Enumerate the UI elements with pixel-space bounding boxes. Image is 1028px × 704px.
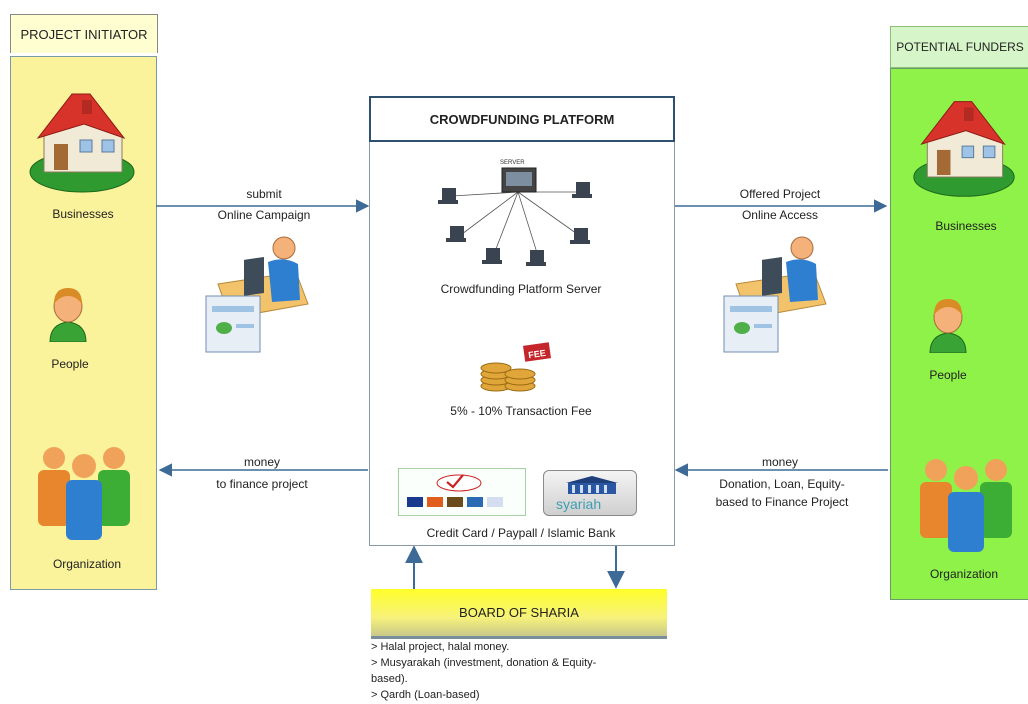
- transaction-fee-label: 5% - 10% Transaction Fee: [450, 404, 592, 418]
- donation-loan-label: Donation, Loan, Equity-: [719, 477, 845, 491]
- platform-title-box: CROWDFUNDING PLATFORM: [369, 96, 675, 142]
- islamic-bank-logo: syariah: [543, 470, 637, 516]
- server-label: Crowdfunding Platform Server: [440, 282, 602, 296]
- finance-project-label: based to Finance Project: [715, 495, 849, 509]
- organization-icon: [920, 459, 1012, 552]
- potential-funders-header: POTENTIAL FUNDERS: [890, 26, 1028, 68]
- server-tag: SERVER: [500, 160, 525, 166]
- project-initiator-title: PROJECT INITIATOR: [20, 26, 148, 42]
- syariah-label: syariah: [556, 496, 602, 512]
- server-network-icon: SERVER: [438, 160, 592, 266]
- sharia-line-halal: > Halal project, halal money.: [371, 641, 510, 653]
- funders-people-label: People: [929, 368, 967, 382]
- bank-icon: [566, 476, 618, 494]
- fee-coins-icon: FEE: [480, 342, 551, 392]
- offered-project-label: Offered Project: [739, 187, 821, 201]
- platform-title: CROWDFUNDING PLATFORM: [429, 111, 615, 127]
- house-icon: [29, 93, 135, 193]
- house-icon: [913, 101, 1015, 197]
- sharia-line-musyarakah: > Musyarakah (investment, donation & Equ…: [371, 657, 597, 669]
- money-left-label: money: [243, 455, 281, 469]
- board-of-sharia-box: BOARD OF SHARIA: [371, 589, 667, 639]
- computer-user-icon: [723, 236, 827, 353]
- credit-card-logos: [398, 468, 526, 516]
- initiator-organization-label: Organization: [52, 557, 122, 571]
- online-campaign-label: Online Campaign: [217, 208, 311, 222]
- computer-user-icon: [205, 236, 309, 353]
- board-of-sharia-title: BOARD OF SHARIA: [459, 605, 579, 620]
- money-right-label: money: [761, 455, 799, 469]
- sharia-line-based: based).: [371, 673, 408, 685]
- online-access-label: Online Access: [741, 208, 819, 222]
- funders-organization-label: Organization: [929, 567, 999, 581]
- potential-funders-title: POTENTIAL FUNDERS: [896, 40, 1024, 54]
- person-icon: [929, 299, 967, 353]
- credit-card-icon: [407, 474, 503, 507]
- initiator-businesses-label: Businesses: [52, 207, 114, 221]
- payment-methods-label: Credit Card / Paypall / Islamic Bank: [426, 526, 616, 540]
- to-finance-project-label: to finance project: [216, 477, 308, 491]
- fee-tag: FEE: [528, 348, 547, 360]
- funders-businesses-label: Businesses: [935, 219, 997, 233]
- project-initiator-header: PROJECT INITIATOR: [10, 14, 158, 53]
- initiator-people-label: People: [51, 357, 89, 371]
- sharia-line-qardh: > Qardh (Loan-based): [371, 689, 480, 701]
- submit-label: submit: [246, 187, 282, 201]
- organization-icon: [38, 447, 130, 540]
- person-icon: [49, 288, 87, 342]
